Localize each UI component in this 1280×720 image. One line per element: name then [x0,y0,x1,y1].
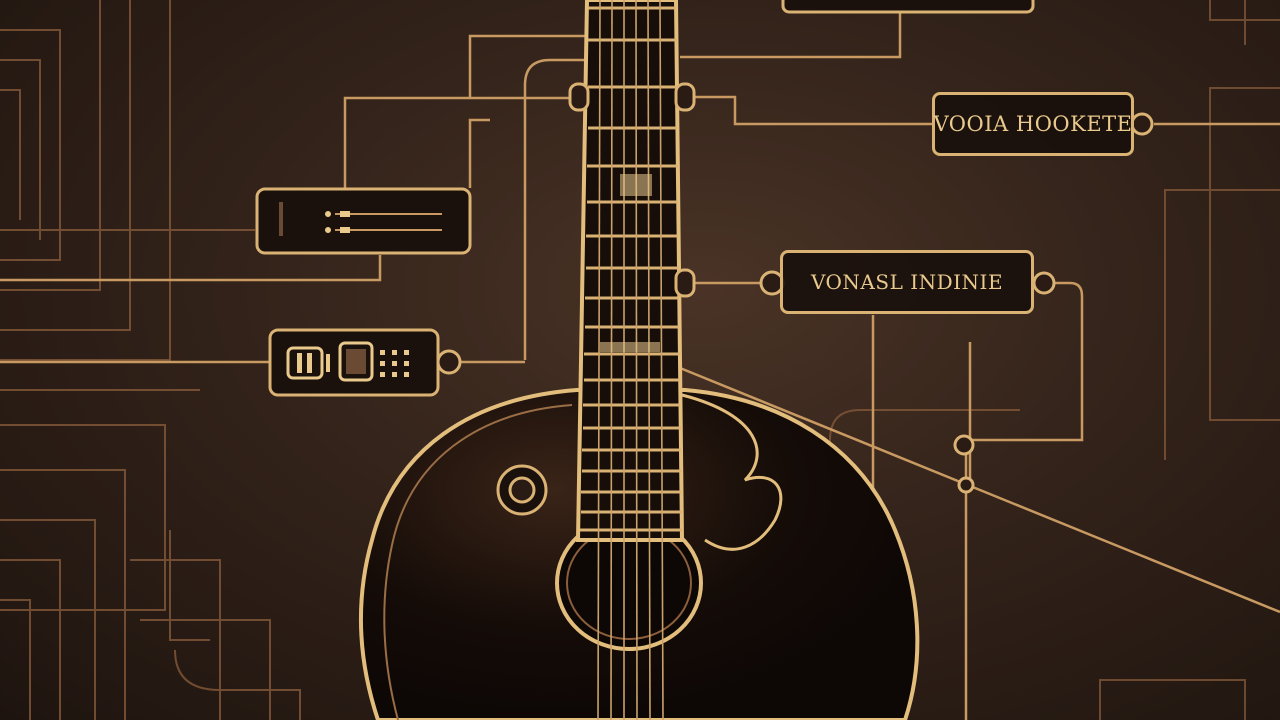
acoustic-guitar-icon [358,0,920,720]
battery-panel-icon [268,328,462,397]
label-box-vonasl-indinie: VONASL INDINIE [780,250,1034,314]
junction-nodes [953,434,975,494]
label-text: VONASL INDINIE [810,270,1004,294]
label-box-vooia-hookete: VOOIA HOOKETE [932,92,1134,156]
label-text: VOOIA HOOKETE [933,112,1133,136]
slider-panel-icon [255,187,472,255]
top-partial-box [781,0,1035,14]
left-circuit-traces [0,0,301,720]
